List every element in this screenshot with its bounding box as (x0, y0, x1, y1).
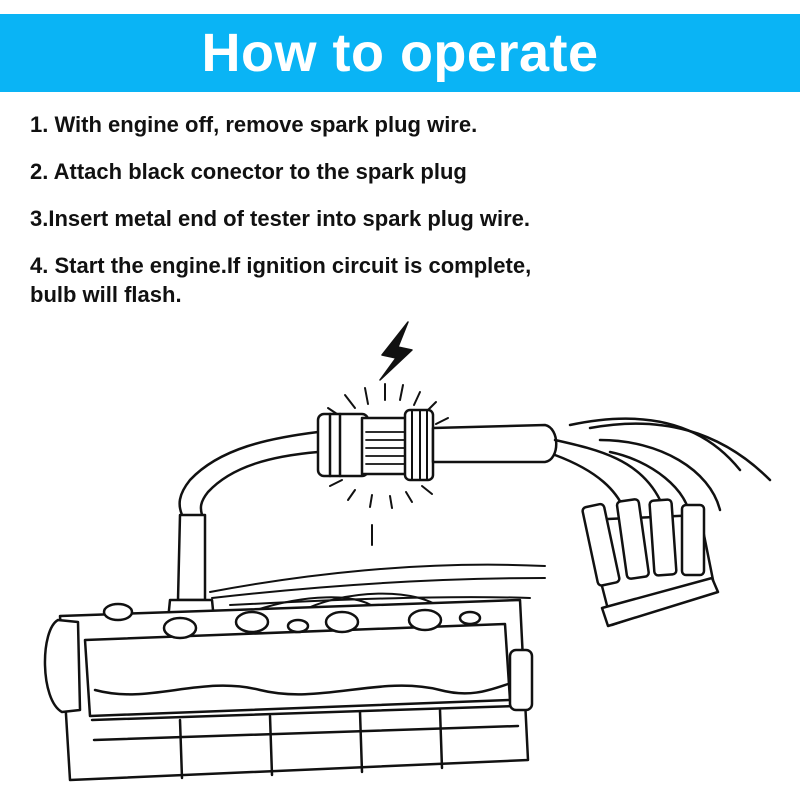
engine-icon (43, 598, 534, 782)
step-4-line-2: bulb will flash. (30, 282, 182, 307)
spark-tester-icon (316, 408, 558, 482)
lightning-bolt-icon (379, 321, 413, 381)
engine-illustration (43, 321, 772, 782)
instruction-list: 1. With engine off, remove spark plug wi… (30, 110, 790, 327)
step-3: 3.Insert metal end of tester into spark … (30, 206, 531, 231)
step-1: 1. With engine off, remove spark plug wi… (30, 112, 478, 137)
distributor-cap-icon (581, 498, 720, 628)
step-2: 2. Attach black conector to the spark pl… (30, 159, 467, 184)
page-title: How to operate (201, 23, 599, 83)
spark-plug-wire-left (166, 430, 320, 622)
title-banner: How to operate (0, 14, 800, 92)
step-4: 4. Start the engine.If ignition circuit … (30, 251, 790, 309)
step-4-line-1: 4. Start the engine.If ignition circuit … (30, 253, 532, 278)
